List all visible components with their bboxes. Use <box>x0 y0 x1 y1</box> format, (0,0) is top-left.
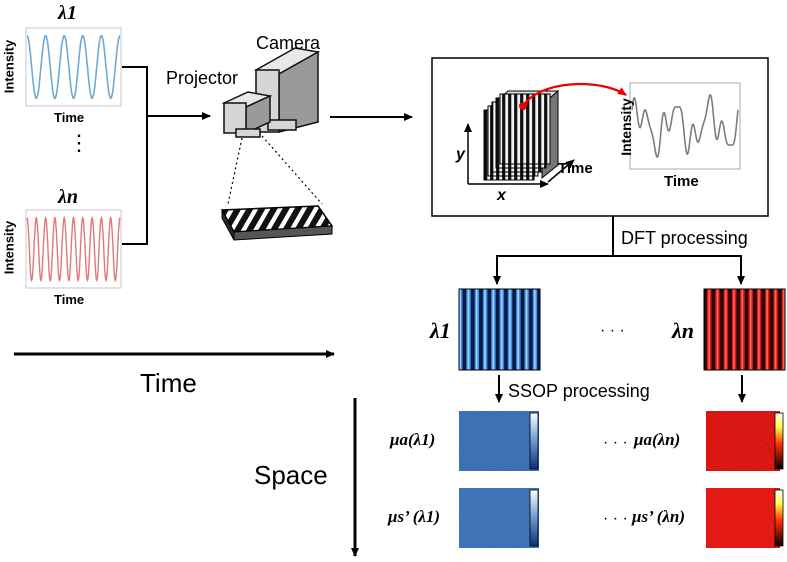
colorbar-mus-lambdan <box>774 489 784 547</box>
label-mua-lambda1: μa(λ1) <box>390 430 436 449</box>
label-mus-lambdan: μs’ (λn) <box>632 507 686 526</box>
projector-icon <box>221 91 273 138</box>
label-signal-time: Time <box>664 173 699 190</box>
stripe-image-lambdan <box>703 288 786 371</box>
label-signal-intensity: Intensity <box>618 98 634 156</box>
label-lambda1-top: λ1 <box>58 2 77 24</box>
map-mus-lambda1 <box>459 488 539 548</box>
wave-bracket <box>122 66 211 245</box>
pixel-signal-plot <box>629 82 741 170</box>
map-mua-lambda1 <box>459 411 539 471</box>
pixel-to-signal-arrow <box>522 82 627 107</box>
label-camera: Camera <box>256 33 321 53</box>
label-lambdan-stripes: λn <box>672 318 694 343</box>
label-lambda1-stripes: λ1 <box>430 318 451 343</box>
label-time-bottom: Time <box>54 292 85 307</box>
colorbar-mua-lambda1 <box>529 412 539 470</box>
colorbar-mus-lambda1 <box>529 489 539 547</box>
sample-plate-icon <box>220 205 334 241</box>
vertical-ellipsis: ⋮ <box>68 130 90 155</box>
map-mua-lambdan <box>706 411 780 471</box>
label-axis-x: x <box>497 187 506 204</box>
label-cube-time: Time <box>558 160 593 177</box>
wave-plot-lambdan <box>25 209 122 289</box>
label-intensity-bottom: Intensity <box>1 220 17 275</box>
label-mus-lambda1: μs’ (λ1) <box>388 507 441 526</box>
label-ssop-processing: SSOP processing <box>508 381 650 401</box>
colorbar-mua-lambdan <box>774 412 784 470</box>
ellipsis-mus: · · · <box>603 510 628 527</box>
ellipsis-mua: · · · <box>603 434 628 451</box>
cube-axes <box>464 123 575 188</box>
projection-lines <box>227 135 323 205</box>
stripe-image-lambda1 <box>458 288 541 371</box>
ellipsis-stripes: · · · <box>600 322 625 339</box>
label-lambdan-top: λn <box>58 186 78 208</box>
label-axis-y: y <box>456 146 465 163</box>
map-mus-lambdan <box>706 488 780 548</box>
label-mua-lambdan: μa(λn) <box>634 430 681 449</box>
image-stack-cube <box>483 89 560 181</box>
label-projector: Projector <box>166 68 239 88</box>
wave-plot-lambda1 <box>25 27 122 107</box>
label-intensity-top: Intensity <box>1 39 17 94</box>
label-time-top: Time <box>54 110 85 125</box>
label-time-axis: Time <box>140 368 197 398</box>
label-dft-processing: DFT processing <box>621 228 748 248</box>
label-space-axis: Space <box>254 460 328 490</box>
dft-connector <box>493 216 745 285</box>
